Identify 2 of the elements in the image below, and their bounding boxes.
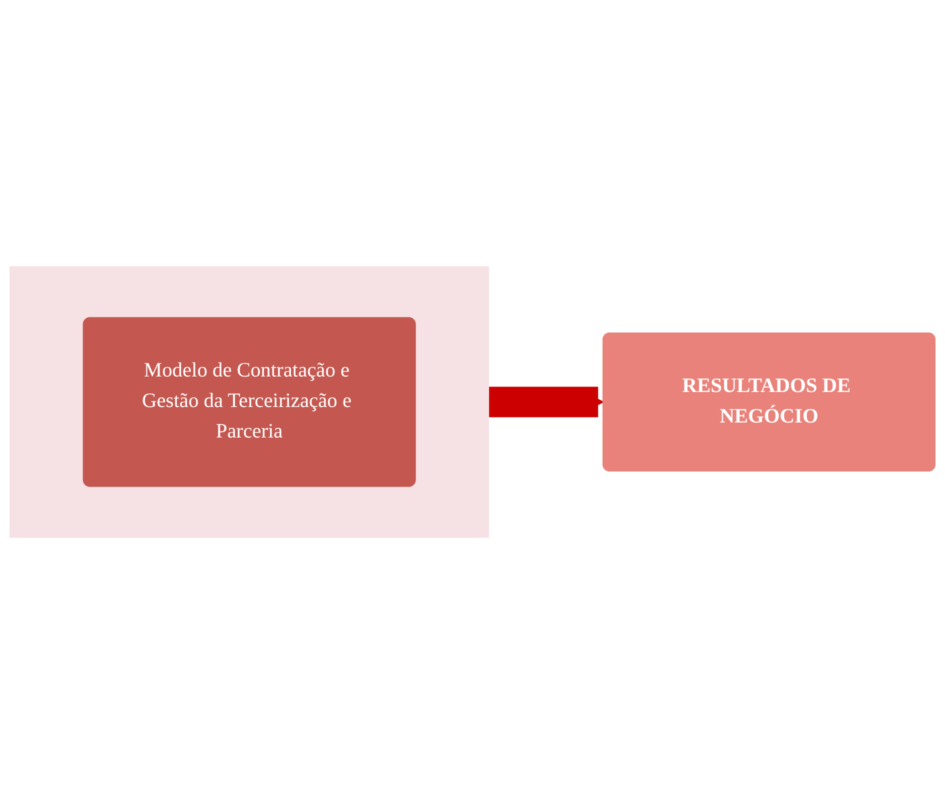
cluster xyxy=(10,266,490,538)
arrow xyxy=(488,386,604,418)
